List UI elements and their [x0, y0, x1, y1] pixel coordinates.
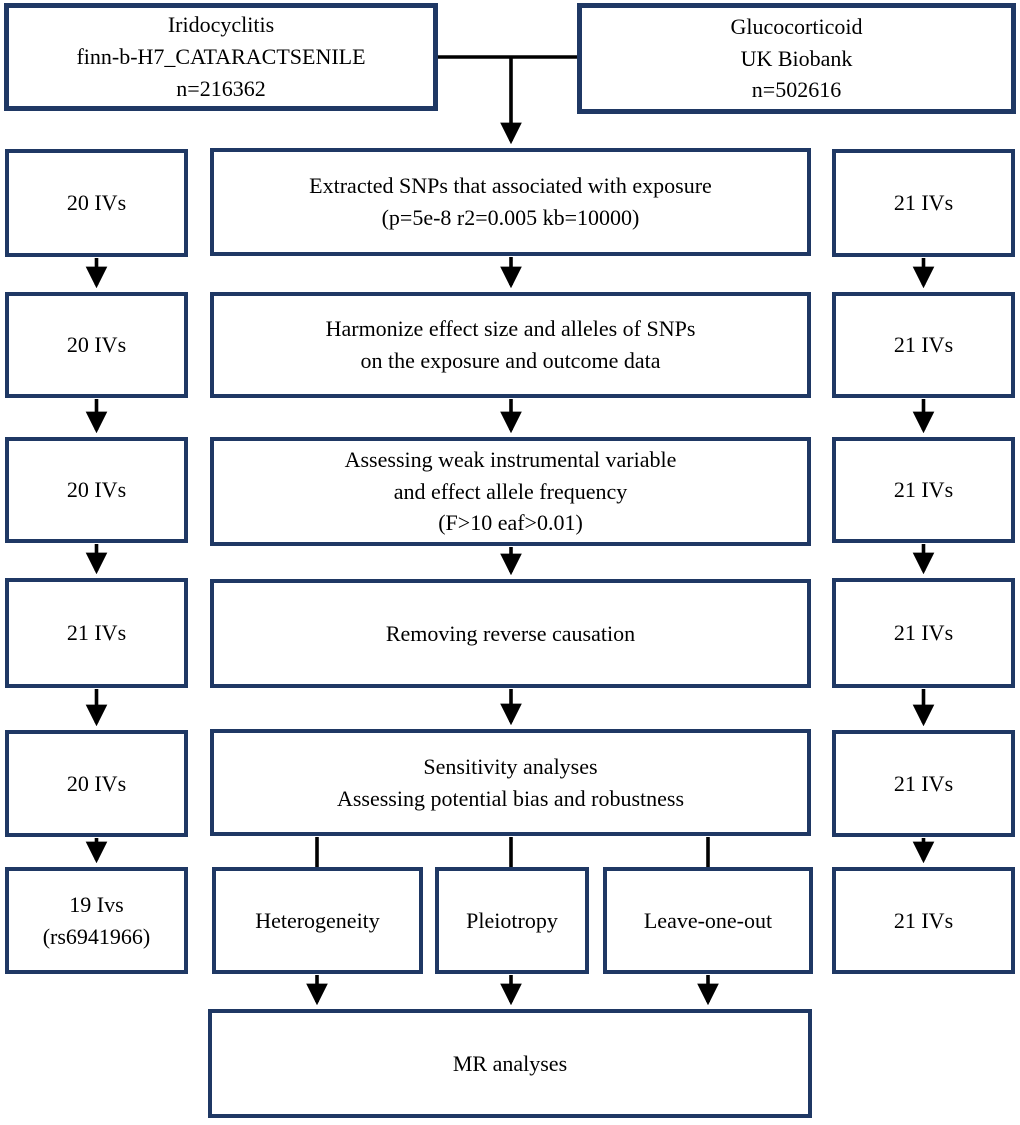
- step-text: Removing reverse causation: [385, 620, 636, 646]
- iv-count-label: 20 IVs: [66, 190, 127, 216]
- step-reverse-causation-box: Removing reverse causation: [210, 579, 811, 688]
- step-text: Assessing potential bias and robustness: [336, 785, 685, 811]
- test-label: Leave-one-out: [643, 907, 773, 933]
- right-iv-count-box-5: 21 IVs: [832, 730, 1015, 837]
- pleiotropy-box: Pleiotropy: [435, 867, 589, 974]
- step-text: Assessing weak instrumental variable: [344, 446, 677, 472]
- step-extract-snps-box: Extracted SNPs that associated with expo…: [210, 148, 811, 256]
- outcome-name: Glucocorticoid: [730, 13, 863, 39]
- leave-one-out-box: Leave-one-out: [603, 867, 813, 974]
- outcome-dataset: UK Biobank: [740, 45, 853, 71]
- outcome-source-box: Glucocorticoid UK Biobank n=502616: [577, 3, 1016, 114]
- iv-count-label: 19 Ivs: [69, 891, 124, 917]
- step-parameters: (p=5e-8 r2=0.005 kb=10000): [381, 205, 640, 230]
- iv-count-label: 20 IVs: [66, 332, 127, 358]
- exposure-name: Iridocyclitis: [167, 12, 275, 38]
- left-iv-count-box-3: 20 IVs: [5, 437, 188, 543]
- iv-count-label: 21 IVs: [893, 907, 954, 933]
- step-text: Sensitivity analyses: [423, 753, 598, 779]
- exposure-dataset-id: finn-b-H7_CATARACTSENILE: [76, 44, 366, 70]
- right-iv-count-box-4: 21 IVs: [832, 578, 1015, 688]
- step-text: Extracted SNPs that associated with expo…: [309, 173, 712, 199]
- left-iv-count-box-1: 20 IVs: [5, 149, 188, 257]
- left-iv-count-box-5: 20 IVs: [5, 730, 188, 837]
- test-label: Pleiotropy: [466, 907, 558, 933]
- iv-count-label: 21 IVs: [893, 770, 954, 796]
- iv-count-label: 21 IVs: [893, 190, 954, 216]
- step-text: on the exposure and outcome data: [360, 348, 661, 373]
- step-weak-iv-box: Assessing weak instrumental variable and…: [210, 437, 811, 546]
- heterogeneity-box: Heterogeneity: [212, 867, 423, 974]
- final-label: MR analyses: [452, 1050, 568, 1076]
- step-sensitivity-box: Sensitivity analyses Assessing potential…: [210, 729, 811, 836]
- exposure-sample-size: n=216362: [176, 75, 266, 101]
- iv-count-label: 20 IVs: [66, 770, 127, 796]
- iv-count-label: 21 IVs: [893, 477, 954, 503]
- step-text: Harmonize effect size and alleles of SNP…: [325, 316, 696, 342]
- step-parameters: (F>10 eaf>0.01): [438, 510, 583, 536]
- step-text: and effect allele frequency: [393, 478, 628, 504]
- right-iv-count-box-3: 21 IVs: [832, 437, 1015, 543]
- iv-count-label: 20 IVs: [66, 477, 127, 503]
- iv-count-label: 21 IVs: [893, 620, 954, 646]
- right-iv-count-box-6: 21 IVs: [832, 867, 1015, 974]
- mr-analyses-box: MR analyses: [208, 1009, 812, 1118]
- left-iv-count-box-4: 21 IVs: [5, 578, 188, 688]
- test-label: Heterogeneity: [255, 907, 380, 933]
- iv-count-label: 21 IVs: [893, 332, 954, 358]
- right-iv-count-box-2: 21 IVs: [832, 292, 1015, 398]
- outcome-sample-size: n=502616: [751, 77, 842, 103]
- iv-count-label: 21 IVs: [66, 620, 127, 646]
- step-harmonize-box: Harmonize effect size and alleles of SNP…: [210, 292, 811, 398]
- left-iv-count-box-6: 19 Ivs (rs6941966): [5, 867, 188, 974]
- left-iv-count-box-2: 20 IVs: [5, 292, 188, 398]
- exposure-source-box: Iridocyclitis finn-b-H7_CATARACTSENILE n…: [4, 3, 438, 111]
- right-iv-count-box-1: 21 IVs: [832, 149, 1015, 257]
- excluded-snp-label: (rs6941966): [42, 923, 151, 949]
